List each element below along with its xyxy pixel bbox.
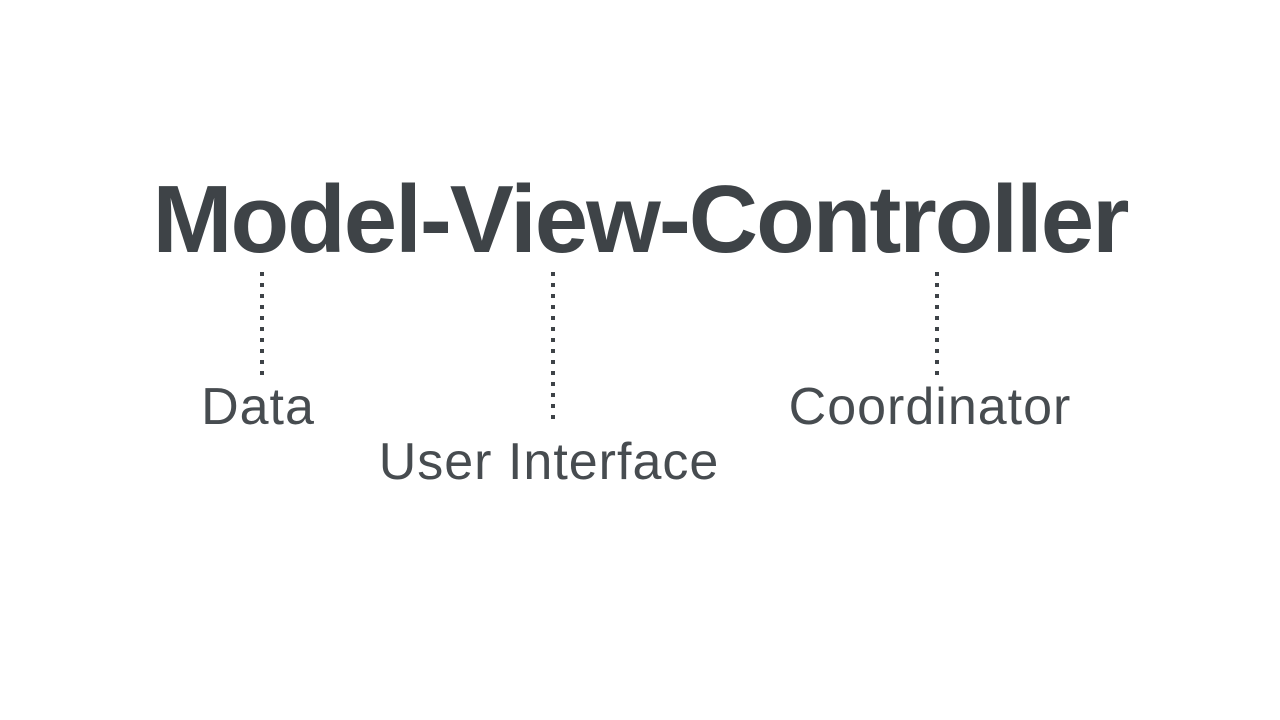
label-controller-coordinator: Coordinator [788,378,1072,436]
dotted-connector-controller [935,272,939,382]
label-model-data: Data [201,378,315,436]
dotted-connector-model [260,272,264,382]
dotted-connector-view [551,272,555,420]
diagram-title: Model-View-Controller [152,166,1130,273]
label-view-user-interface: User Interface [378,433,720,491]
